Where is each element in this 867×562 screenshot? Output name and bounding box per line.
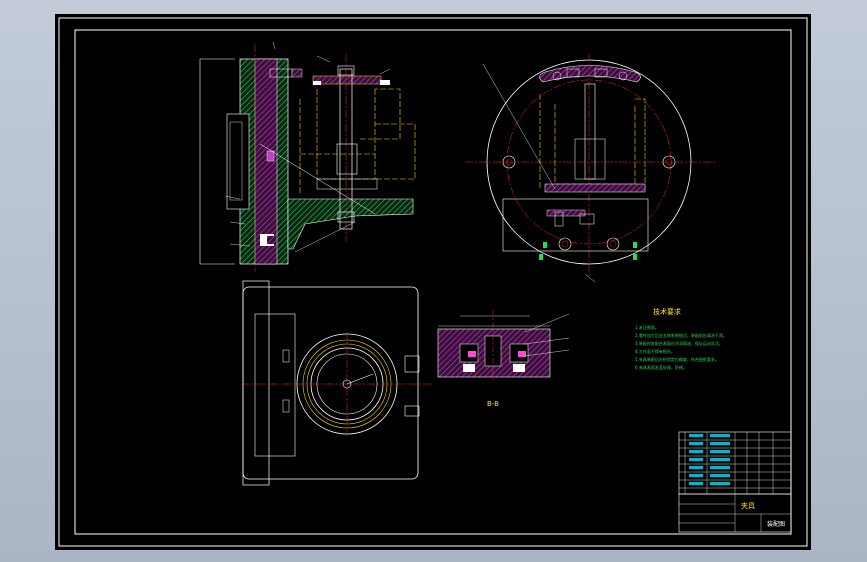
plan-view[interactable] <box>241 280 433 486</box>
rod-vertical <box>584 83 596 180</box>
cad-viewport[interactable]: B-B 技术要求 1.未注倒角。 2.零件加工后应去除毛刺锐边，装配前应清洗干净… <box>55 14 811 550</box>
workpiece-outline <box>299 88 416 194</box>
base-plate-inner <box>254 58 278 265</box>
cad-drawing: B-B 技术要求 1.未注倒角。 2.零件加工后应去除毛刺锐边，装配前应清洗干净… <box>58 17 808 547</box>
bracket-arm <box>287 198 414 250</box>
locating-pocket <box>226 113 250 210</box>
note-line-6: 6.夹具表面发蓝处理，防锈。 <box>635 364 687 370</box>
note-line-1: 1.未注倒角。 <box>635 324 659 330</box>
note-line-4: 4.工作面不得有损伤。 <box>635 348 675 354</box>
clamp-block <box>502 198 649 252</box>
note-line-2: 2.零件加工后应去除毛刺锐边，装配前应清洗干净。 <box>635 332 727 338</box>
title-block[interactable]: 夹具 装配图 <box>678 431 792 533</box>
section-b-title: B-B <box>487 400 499 408</box>
front-section-view[interactable] <box>199 41 416 314</box>
outer-frame <box>58 17 808 547</box>
inner-frame <box>74 29 792 535</box>
note-line-5: 5.夹具装配后应检验定位精度，符合图纸要求。 <box>635 356 719 362</box>
note-line-3: 3.装配时各配合表面应涂润滑油，保证运动灵活。 <box>635 340 723 346</box>
title-block-name: 夹具 <box>741 501 755 510</box>
section-b-b[interactable]: B-B <box>437 310 570 408</box>
side-circular-view[interactable] <box>465 54 715 283</box>
technical-notes[interactable]: 技术要求 1.未注倒角。 2.零件加工后应去除毛刺锐边，装配前应清洗干净。 3.… <box>635 307 727 370</box>
notes-title: 技术要求 <box>653 307 681 316</box>
title-block-sheet: 装配图 <box>767 520 785 528</box>
swing-plate <box>312 75 382 85</box>
